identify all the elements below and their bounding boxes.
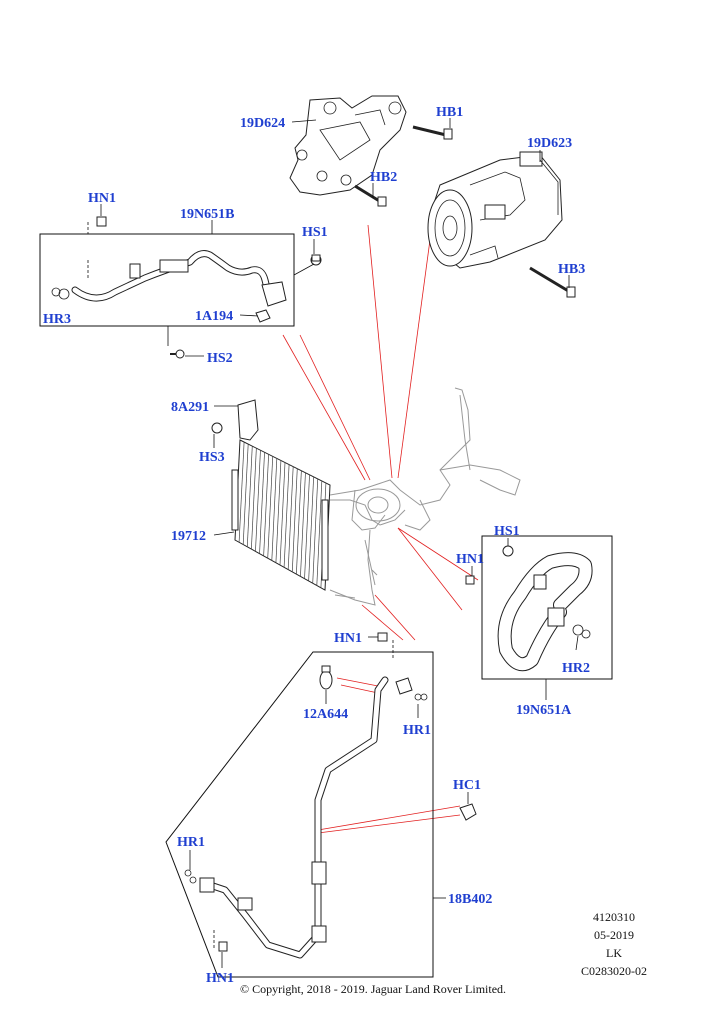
label-hn1-bottom: HN1 <box>206 971 234 986</box>
part-labels: 19D624 HB1 19D623 HB2 HB3 HN1 19N651B HS… <box>43 105 590 986</box>
hose-19n651b-box <box>39 233 295 327</box>
nut-hn1-bottom <box>213 930 228 952</box>
copyright-notice: © Copyright, 2018 - 2019. Jaguar Land Ro… <box>240 982 506 996</box>
label-hn1-top: HN1 <box>88 191 116 206</box>
hose-19n651a <box>497 552 593 672</box>
condenser-fin <box>259 452 265 554</box>
diagram-ref: 4120310 <box>593 910 635 924</box>
pipe-18b402-box <box>165 651 434 978</box>
label-hr1-lower: HR1 <box>177 835 205 850</box>
condenser-fin <box>246 446 253 547</box>
label-18b402: 18B402 <box>448 892 492 907</box>
condenser-fin <box>308 476 314 581</box>
condenser-fin <box>300 472 306 577</box>
label-19d623: 19D623 <box>527 136 572 151</box>
clip-1a194 <box>255 309 271 323</box>
bolt-hb1 <box>412 125 453 140</box>
condenser-fin <box>296 470 302 575</box>
condenser-fin <box>304 474 310 579</box>
compressor-bracket <box>289 95 407 196</box>
hose-19n651b <box>51 250 287 307</box>
condenser <box>211 399 331 591</box>
ring-hr1-upper <box>414 693 428 701</box>
condenser-fin <box>291 468 298 572</box>
label-19d624: 19D624 <box>240 116 285 131</box>
condenser-fin <box>238 442 245 543</box>
diagram-metadata: 4120310 05-2019 LK C0283020-02 <box>581 910 647 978</box>
screw-hs2 <box>170 349 185 359</box>
leader-lines <box>100 118 579 968</box>
label-hr3: HR3 <box>43 312 71 327</box>
label-19712: 19712 <box>171 529 206 544</box>
diagram-region: LK <box>606 946 622 960</box>
condenser-fin <box>271 458 278 561</box>
label-hs3: HS3 <box>199 450 225 465</box>
label-hn1-mid: HN1 <box>334 631 362 646</box>
reference-lines <box>282 224 479 834</box>
nut-hn1-right <box>465 575 475 585</box>
pipe-18b402 <box>199 676 413 959</box>
screw-hs1-right <box>502 545 514 557</box>
condenser-fin <box>255 450 261 552</box>
condenser-fin <box>263 454 269 556</box>
label-19n651b: 19N651B <box>180 207 234 222</box>
ring-hr1-lower <box>184 869 197 884</box>
condenser-fin <box>279 462 286 566</box>
hose-19n651a-box <box>481 535 613 680</box>
ac-compressor <box>427 151 563 269</box>
condenser-fin <box>312 478 319 584</box>
condenser-fin <box>287 466 294 570</box>
pressure-switch-12a644 <box>319 665 333 690</box>
nut-hn1-top <box>87 216 107 280</box>
nut-hn1-mid <box>377 632 394 660</box>
condenser-fin <box>251 448 257 550</box>
condenser-fin <box>316 480 323 586</box>
label-hr1-upper: HR1 <box>403 723 431 738</box>
condenser-fin <box>283 464 290 568</box>
label-hs1-right: HS1 <box>494 524 520 539</box>
label-hs1-top: HS1 <box>302 225 328 240</box>
clip-hc1 <box>459 803 477 821</box>
label-hs2: HS2 <box>207 351 233 366</box>
label-hn1-right: HN1 <box>456 552 484 567</box>
label-hb1: HB1 <box>436 105 463 120</box>
label-hb2: HB2 <box>370 170 397 185</box>
label-hb3: HB3 <box>558 262 585 277</box>
diagram-code: C0283020-02 <box>581 964 647 978</box>
bolt-hb3 <box>529 266 576 298</box>
vehicle-ac-assembly <box>329 387 521 606</box>
condenser-fin <box>267 456 274 559</box>
label-19n651a: 19N651A <box>516 703 572 718</box>
label-12a644: 12A644 <box>303 707 348 722</box>
condenser-fin <box>242 444 249 545</box>
diagram-date: 05-2019 <box>594 928 634 942</box>
label-1a194: 1A194 <box>195 309 233 324</box>
screw-hs1-top <box>310 254 322 266</box>
label-8a291: 8A291 <box>171 400 209 415</box>
label-hr2: HR2 <box>562 661 590 676</box>
bolt-hb2 <box>354 184 387 207</box>
condenser-fin <box>275 460 282 563</box>
label-hc1: HC1 <box>453 778 481 793</box>
